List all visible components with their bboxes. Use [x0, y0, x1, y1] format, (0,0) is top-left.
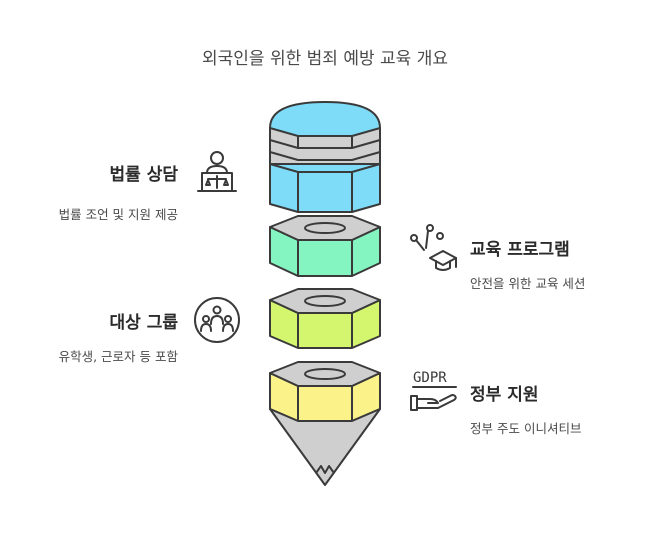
gdpr-hand-icon: GDPR — [410, 370, 457, 411]
gdpr-text: GDPR — [413, 370, 447, 386]
segment-target-group — [269, 288, 381, 349]
top-cylinder — [269, 101, 381, 213]
legal-consult-heading: 법률 상담 — [109, 165, 178, 185]
segment-education — [269, 215, 381, 277]
target-group-heading: 대상 그룹 — [109, 313, 178, 333]
target-group-description: 유학생, 근로자 등 포함 — [58, 349, 178, 364]
pencil-tip — [269, 408, 381, 486]
lawyer-icon — [197, 151, 237, 192]
education-program-description: 안전을 위한 교육 세션 — [470, 276, 586, 291]
government-support-description: 정부 주도 이니셔티브 — [470, 421, 582, 436]
education-program-heading: 교육 프로그램 — [470, 240, 570, 260]
segment-government — [269, 361, 381, 422]
graduation-cap-icon — [410, 224, 457, 271]
group-icon — [194, 297, 240, 343]
diagram-title: 외국인을 위한 범죄 예방 교육 개요 — [202, 49, 448, 69]
government-support-heading: 정부 지원 — [470, 385, 539, 405]
legal-consult-description: 법률 조언 및 지원 제공 — [58, 207, 178, 222]
